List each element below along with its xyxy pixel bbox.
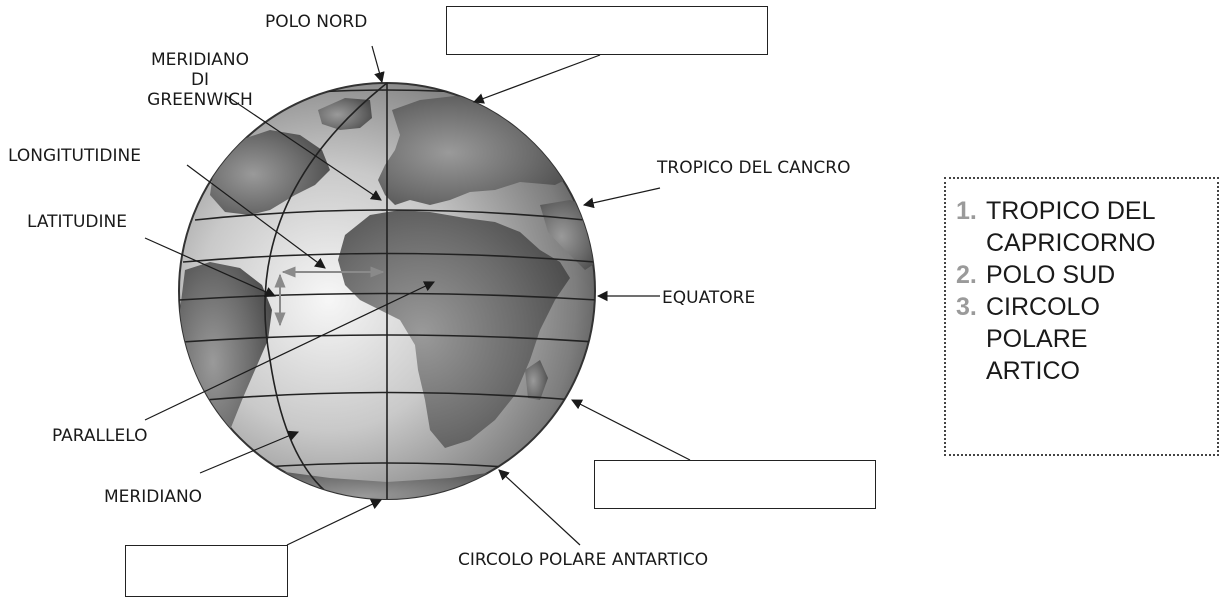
word-bank-item-1: 1. TROPICO DEL CAPRICORNO: [956, 195, 1217, 259]
label-equatore: EQUATORE: [662, 288, 756, 308]
word-bank: 1. TROPICO DEL CAPRICORNO 2. POLO SUD 3.…: [944, 177, 1219, 456]
label-meridiano-greenwich: MERIDIANO DI GREENWICH: [130, 50, 270, 110]
parallelo-leader: [144, 281, 435, 421]
circolo-antartico-leader: [498, 469, 581, 546]
label-latitudine: LATITUDINE: [27, 212, 127, 232]
word-bank-number-2: 2.: [956, 261, 977, 289]
label-polo-nord: POLO NORD: [265, 12, 368, 32]
label-meridiano-greenwich-line3: GREENWICH: [147, 90, 253, 110]
meridian-west: [264, 83, 388, 496]
africa-landmass: [338, 210, 570, 448]
word-bank-item-3-line1: CIRCOLO: [986, 293, 1100, 321]
globe: [178, 82, 596, 500]
word-bank-number-1: 1.: [956, 197, 977, 225]
box-bottom-leader: [286, 499, 382, 546]
label-circolo-antartico: CIRCOLO POLARE ANTARTICO: [458, 550, 709, 570]
meridians: [264, 83, 388, 499]
answer-box-bottom[interactable]: [125, 545, 288, 597]
word-bank-item-1-line2: CAPRICORNO: [986, 229, 1156, 257]
north-america-landmass: [210, 130, 330, 215]
polo-nord-leader: [371, 45, 385, 84]
callout-lines: [144, 45, 691, 546]
tropico-cancro-leader: [582, 187, 661, 209]
madagascar-landmass: [525, 360, 548, 400]
box-right-leader: [571, 399, 691, 461]
measure-arrows: [274, 266, 385, 327]
answer-box-top[interactable]: [446, 6, 768, 55]
word-bank-item-3-line2: POLARE: [986, 325, 1088, 353]
parallel-antarctic: [249, 462, 521, 469]
meridiano-leader: [199, 430, 299, 474]
parallel-cancer: [182, 252, 595, 263]
longitudine-leader: [186, 164, 326, 269]
greenwich-leader: [224, 94, 382, 201]
label-meridiano: MERIDIANO: [104, 487, 203, 507]
word-bank-item-3-line3: ARTICO: [986, 357, 1080, 385]
word-bank-item-2: 2. POLO SUD: [956, 259, 1217, 291]
word-bank-item-3: 3. CIRCOLO POLARE ARTICO: [956, 291, 1217, 387]
parallel-north-1: [194, 209, 586, 221]
box-top-leader: [472, 54, 601, 104]
word-bank-number-3: 3.: [956, 293, 977, 321]
word-bank-item-1-line1: TROPICO DEL: [986, 197, 1156, 225]
label-meridiano-greenwich-line2: DI: [190, 70, 210, 90]
word-bank-item-2-line1: POLO SUD: [986, 261, 1116, 289]
latitudine-leader: [144, 237, 276, 297]
parallel-capricorn: [204, 391, 576, 401]
answer-box-right[interactable]: [594, 460, 876, 509]
label-meridiano-greenwich-line1: MERIDIANO: [150, 50, 250, 70]
label-longitudine: LONGITUTIDINE: [8, 146, 141, 166]
greenland-landmass: [318, 98, 372, 130]
parallel-south-1: [181, 334, 595, 343]
label-parallelo: PARALLELO: [52, 426, 148, 446]
label-tropico-cancro: TROPICO DEL CANCRO: [657, 158, 851, 178]
